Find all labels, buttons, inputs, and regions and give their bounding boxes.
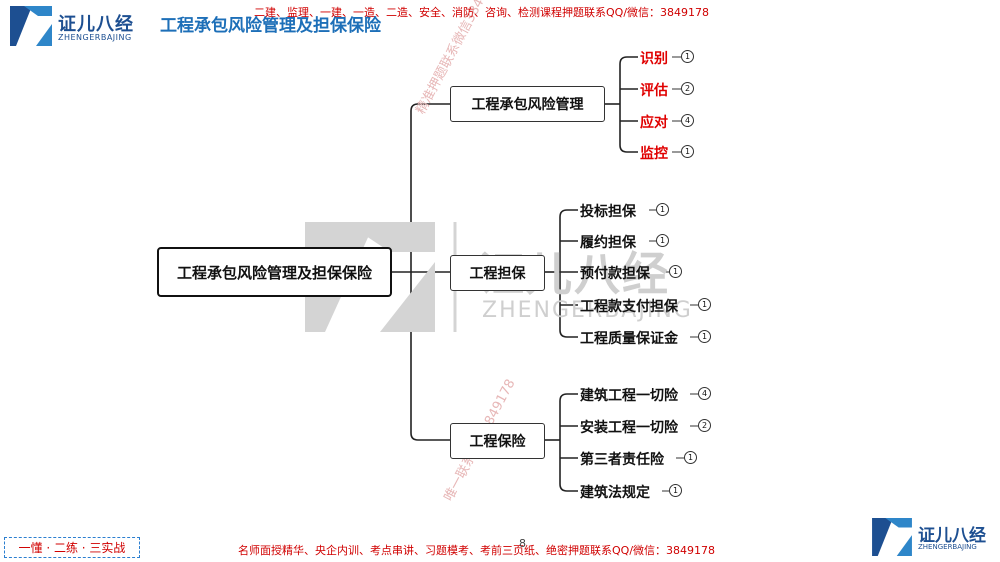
count-badge: 1 bbox=[656, 203, 669, 216]
count-badge: 4 bbox=[681, 114, 694, 127]
logo-text-en: ZHENGERBAJING bbox=[918, 543, 977, 551]
leaf-bid-guarantee: 投标担保 bbox=[580, 204, 636, 220]
count-badge: 1 bbox=[681, 50, 694, 63]
leaf-installation-all-risk: 安装工程一切险 bbox=[580, 420, 678, 436]
leaf-respond: 应对 bbox=[640, 115, 668, 131]
leaf-construction-law: 建筑法规定 bbox=[580, 485, 650, 501]
count-badge: 1 bbox=[656, 234, 669, 247]
count-badge: 4 bbox=[698, 387, 711, 400]
count-badge: 1 bbox=[669, 265, 682, 278]
page-title: 工程承包风险管理及担保保险 bbox=[160, 16, 381, 36]
logo-text-en: ZHENGERBAJING bbox=[58, 33, 132, 42]
leaf-payment-guarantee: 工程款支付担保 bbox=[580, 299, 678, 315]
footer-brand-logo: 证儿八经 ZHENGERBAJING bbox=[872, 518, 996, 556]
page-number: 8 bbox=[519, 537, 526, 550]
count-badge: 1 bbox=[698, 298, 711, 311]
count-badge: 1 bbox=[669, 484, 682, 497]
branch-guarantee: 工程担保 bbox=[450, 255, 545, 291]
count-badge: 1 bbox=[681, 145, 694, 158]
leaf-construction-all-risk: 建筑工程一切险 bbox=[580, 388, 678, 404]
branch-risk-management: 工程承包风险管理 bbox=[450, 86, 605, 122]
leaf-monitor: 监控 bbox=[640, 146, 668, 162]
leaf-quality-deposit: 工程质量保证金 bbox=[580, 331, 678, 347]
header-promo-text: 二建、监理、一建、一造、二造、安全、消防、咨询、检测课程押题联系QQ/微信：38… bbox=[254, 6, 710, 19]
logo-mark-icon bbox=[872, 518, 912, 556]
leaf-assess: 评估 bbox=[640, 83, 668, 99]
leaf-advance-payment-guarantee: 预付款担保 bbox=[580, 266, 650, 282]
leaf-identify: 识别 bbox=[640, 51, 668, 67]
count-badge: 2 bbox=[698, 419, 711, 432]
leaf-performance-guarantee: 履约担保 bbox=[580, 235, 636, 251]
branch-insurance: 工程保险 bbox=[450, 423, 545, 459]
count-badge: 2 bbox=[681, 82, 694, 95]
mindmap-root: 工程承包风险管理及担保保险 bbox=[157, 247, 392, 297]
footer-promo-text: 名师面授精华、央企内训、考点串讲、习题模考、考前三页纸、绝密押题联系QQ/微信：… bbox=[238, 544, 716, 557]
footer-slogan: 一懂 · 二练 · 三实战 bbox=[4, 537, 140, 558]
count-badge: 1 bbox=[698, 330, 711, 343]
logo-mark-icon bbox=[10, 6, 52, 46]
leaf-third-party-liability: 第三者责任险 bbox=[580, 452, 664, 468]
logo-text-cn: 证儿八经 bbox=[58, 14, 134, 35]
logo-text-cn: 证儿八经 bbox=[918, 526, 986, 546]
brand-logo: 证儿八经 ZHENGERBAJING bbox=[10, 6, 150, 46]
count-badge: 1 bbox=[684, 451, 697, 464]
watermark-brand-en: ZHENGERBAJING bbox=[482, 298, 693, 323]
